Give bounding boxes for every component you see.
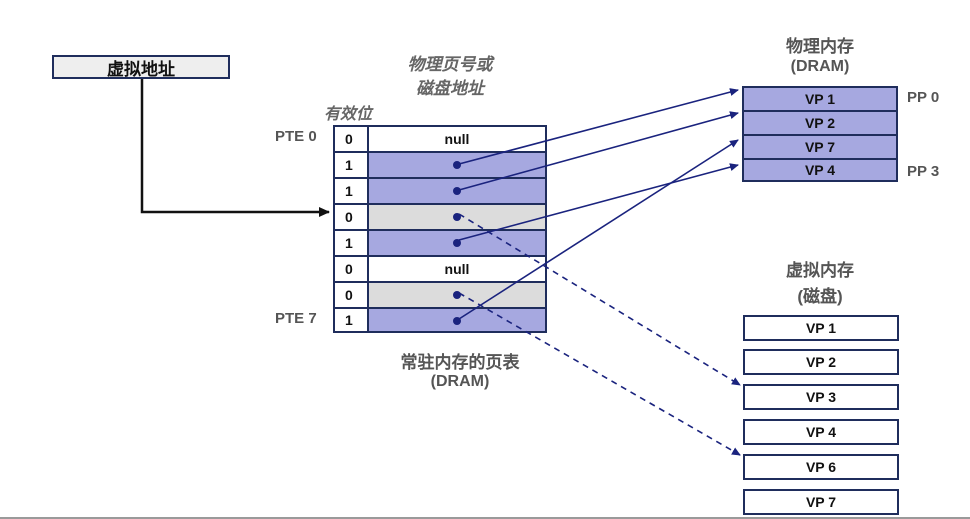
valid-bit-cell: 1 [333, 177, 367, 203]
pte-row-2: 1 [333, 177, 547, 203]
address-cell [367, 229, 547, 255]
pte-row-1: 1 [333, 151, 547, 177]
page-table-caption-line2: (DRAM) [430, 373, 490, 390]
physical-memory-title-line1: 物理内存 [786, 37, 854, 56]
valid-bit-cell: 1 [333, 151, 367, 177]
address-text: null [444, 131, 470, 147]
physical-page-3: VP 4 [742, 158, 898, 182]
pp-0-label: PP 0 [907, 89, 940, 106]
pte-row-6: 0 [333, 281, 547, 307]
disk-page-0: VP 1 [743, 315, 899, 341]
pointer-dot [453, 187, 461, 195]
virtual-address-box: 虚拟地址 [52, 55, 230, 79]
address-cell [367, 281, 547, 307]
virtual-memory-title-line2: (磁盘) [797, 287, 843, 306]
pointer-dot [453, 239, 461, 247]
disk-page-2: VP 3 [743, 384, 899, 410]
pte-row-0: 0 null [333, 125, 547, 151]
disk-page-4: VP 6 [743, 454, 899, 480]
valid-bit-label: 有效位 [323, 106, 372, 123]
pte-row-4: 1 [333, 229, 547, 255]
pointer-dot [453, 161, 461, 169]
page-table-caption-line1: 常驻内存的页表 [400, 353, 520, 372]
valid-bit-cell: 0 [333, 125, 367, 151]
disk-page-5: VP 7 [743, 489, 899, 515]
valid-bit-cell: 1 [333, 229, 367, 255]
pointer-dot [453, 317, 461, 325]
valid-bit-cell: 0 [333, 255, 367, 281]
address-cell [367, 177, 547, 203]
address-cell: null [367, 255, 547, 281]
physical-page-1: VP 2 [742, 110, 898, 134]
pte-7-label: PTE 7 [275, 310, 317, 327]
physical-page-0: VP 1 [742, 86, 898, 110]
physical-page-2: VP 7 [742, 134, 898, 158]
address-cell [367, 151, 547, 177]
pointer-dot [453, 291, 461, 299]
pp-3-label: PP 3 [907, 163, 940, 180]
pte-row-5: 0 null [333, 255, 547, 281]
valid-bit-cell: 0 [333, 281, 367, 307]
bottom-divider [0, 517, 970, 519]
address-cell: null [367, 125, 547, 151]
address-cell [367, 203, 547, 229]
physical-memory-title-line2: (DRAM) [790, 58, 850, 75]
valid-bit-cell: 0 [333, 203, 367, 229]
virtual-address-label: 虚拟地址 [107, 59, 175, 79]
pte-0-label: PTE 0 [275, 128, 317, 145]
disk-page-1: VP 2 [743, 349, 899, 375]
va-to-pte-arrow [140, 79, 330, 217]
ppn-or-disk-label-line1: 物理页号或 [407, 55, 493, 74]
virtual-memory-title-line1: 虚拟内存 [786, 261, 854, 280]
disk-page-3: VP 4 [743, 419, 899, 445]
pte-row-7: 1 [333, 307, 547, 333]
valid-bit-cell: 1 [333, 307, 367, 333]
address-cell [367, 307, 547, 333]
ppn-or-disk-label-line2: 磁盘地址 [416, 79, 484, 98]
address-text: null [444, 261, 470, 277]
pte-row-3: 0 [333, 203, 547, 229]
pointer-dot [453, 213, 461, 221]
